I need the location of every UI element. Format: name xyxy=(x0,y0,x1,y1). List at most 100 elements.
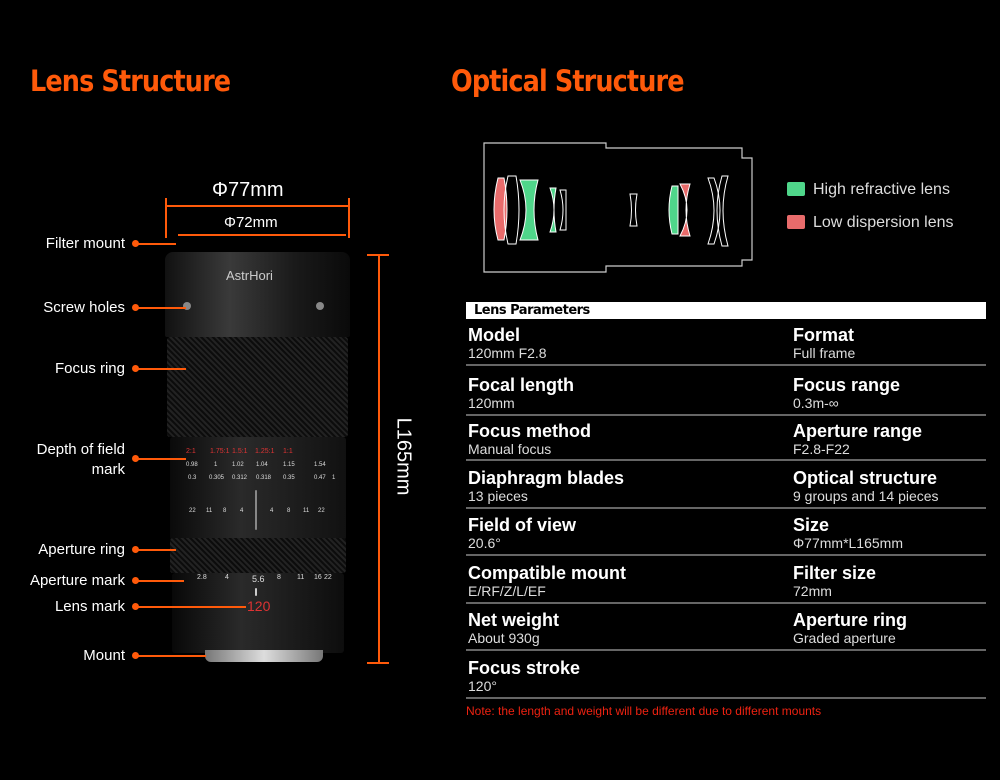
scale-mark: 1.15 xyxy=(283,462,295,468)
aperture-mark: 2.8 xyxy=(197,574,207,581)
note-text: Note: the length and weight will be diff… xyxy=(466,704,822,718)
param-value: Graded aperture xyxy=(793,630,896,646)
param-key: Net weight xyxy=(468,610,560,630)
scale-mark: 1 xyxy=(214,462,218,468)
scale-mark: 1.54 xyxy=(314,462,326,468)
callout-mount: Mount xyxy=(83,647,125,664)
filter-diameter-label: Φ72mm xyxy=(224,214,278,231)
scale-mark: 1 xyxy=(332,475,336,481)
aperture-mark: 22 xyxy=(324,574,332,581)
legend-low-dispersion: Low dispersion lens xyxy=(787,214,954,232)
dof-mark: 22 xyxy=(318,508,325,514)
scale-mark: 1.02 xyxy=(232,462,244,468)
callout-screw-holes: Screw holes xyxy=(43,299,125,316)
param-value: Full frame xyxy=(793,345,856,361)
aperture-mark: 16 xyxy=(314,574,322,581)
param-key: Model xyxy=(468,325,520,345)
callout-lens-mark: Lens mark xyxy=(54,598,125,615)
row-divider xyxy=(466,649,986,651)
param-value: About 930g xyxy=(468,630,540,646)
callout-aperture-mark: Aperture mark xyxy=(29,572,125,589)
scale-mark: 0.305 xyxy=(209,475,225,481)
dof-mark: 8 xyxy=(287,508,291,514)
param-key: Diaphragm blades xyxy=(468,468,625,488)
outer-diameter-label: Φ77mm xyxy=(212,179,284,201)
param-key: Focus range xyxy=(793,375,901,395)
param-key: Aperture range xyxy=(793,421,923,441)
param-key: Filter size xyxy=(793,563,877,583)
row-divider xyxy=(466,602,986,604)
param-value: 120mm xyxy=(468,395,515,411)
scale-mark: 0.98 xyxy=(186,462,198,468)
legend-label: Low dispersion lens xyxy=(813,214,954,231)
param-value: 9 groups and 14 pieces xyxy=(793,488,939,504)
callout-focus-ring: Focus ring xyxy=(54,360,125,377)
callout-filter-mount: Filter mount xyxy=(45,235,125,252)
dof-mark: 22 xyxy=(189,508,196,514)
dof-mark: 4 xyxy=(240,508,244,514)
param-key: Focus stroke xyxy=(468,658,581,678)
param-key: Focal length xyxy=(468,375,575,395)
scale-mark: 0.3 xyxy=(188,475,197,481)
legend-high-refractive: High refractive lens xyxy=(787,181,950,199)
aperture-mark: 11 xyxy=(297,574,305,581)
brand-logo: AstrHori xyxy=(226,268,273,283)
param-key: Optical structure xyxy=(793,468,938,488)
callout-depth-of-field: Depth of field mark xyxy=(36,441,125,478)
dof-mark: 11 xyxy=(303,508,310,514)
aperture-mark: 4 xyxy=(225,574,229,581)
callout-aperture-ring: Aperture ring xyxy=(38,541,125,558)
mag-mark: 1.75:1 xyxy=(210,448,230,455)
legend-label: High refractive lens xyxy=(813,181,950,198)
param-key: Compatible mount xyxy=(468,563,626,583)
param-key: Size xyxy=(793,515,830,535)
scale-mark: 0.35 xyxy=(283,475,295,481)
scale-mark: 1.04 xyxy=(256,462,268,468)
lens-mark-text: 120 xyxy=(247,598,271,614)
optical-structure-title: Optical Structure xyxy=(451,64,685,98)
param-value: 13 pieces xyxy=(468,488,528,504)
row-divider xyxy=(466,459,986,461)
scale-mark: 0.318 xyxy=(256,475,272,481)
row-divider xyxy=(466,697,986,699)
mag-mark: 1:1 xyxy=(283,448,293,455)
row-divider xyxy=(466,554,986,556)
mag-mark: 1.5:1 xyxy=(232,448,248,455)
param-value: 120mm F2.8 xyxy=(468,345,547,361)
param-value: Φ77mm*L165mm xyxy=(793,535,903,551)
row-divider xyxy=(466,507,986,509)
red-swatch-icon xyxy=(787,215,805,229)
green-swatch-icon xyxy=(787,182,805,196)
param-key: Field of view xyxy=(468,515,577,535)
param-value: F2.8-F22 xyxy=(793,441,850,457)
param-key: Aperture ring xyxy=(793,610,908,630)
mag-mark: 1.25:1 xyxy=(255,448,275,455)
aperture-mark: 5.6 xyxy=(252,574,265,584)
param-value: Manual focus xyxy=(468,441,552,457)
length-label: L165mm xyxy=(392,417,415,496)
param-key: Format xyxy=(793,325,855,345)
params-header: Lens Parameters xyxy=(466,302,986,319)
row-divider xyxy=(466,364,986,366)
mag-mark: 2:1 xyxy=(186,448,196,455)
param-value: E/RF/Z/L/EF xyxy=(468,583,546,599)
dof-mark: 4 xyxy=(270,508,274,514)
dof-mark: 8 xyxy=(223,508,227,514)
param-value: 120° xyxy=(468,678,497,694)
param-value: 20.6° xyxy=(468,535,501,551)
row-divider xyxy=(466,414,986,416)
dof-mark: 11 xyxy=(206,508,213,514)
